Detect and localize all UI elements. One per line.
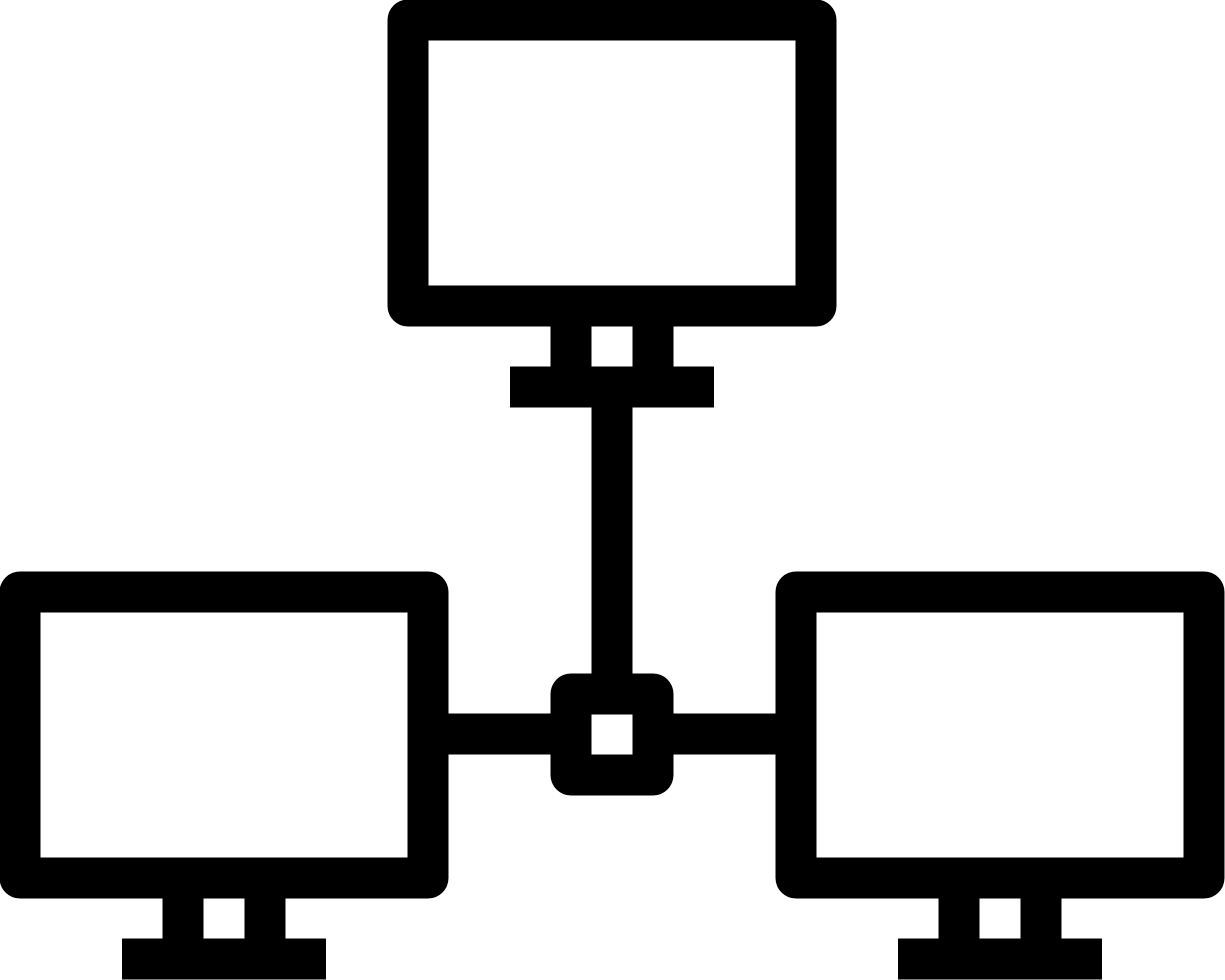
network-hub — [550, 673, 674, 796]
monitor-right-screen — [775, 571, 1225, 899]
monitor-top-screen — [387, 0, 837, 327]
monitor-left — [0, 571, 449, 980]
monitor-top — [387, 0, 837, 408]
monitor-right — [775, 571, 1225, 980]
monitor-left-screen — [0, 571, 449, 899]
